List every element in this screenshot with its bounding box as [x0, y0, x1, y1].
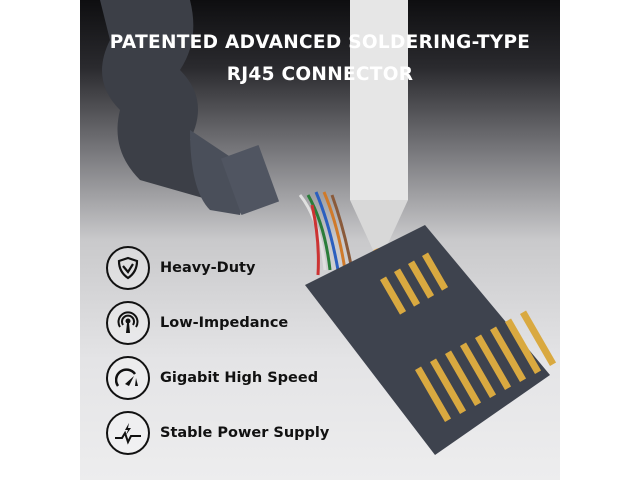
- headline-line-1: PATENTED ADVANCED SOLDERING-TYPE: [109, 32, 531, 53]
- feature-label: Gigabit High Speed: [160, 370, 319, 386]
- gold-contacts: [380, 252, 557, 422]
- feature-low-impedance: Low-Impedance: [106, 301, 288, 345]
- feature-label: Stable Power Supply: [160, 425, 330, 441]
- shield-check-icon: [106, 246, 150, 290]
- rj45-connector: [305, 225, 550, 455]
- wires: [298, 191, 354, 276]
- feature-label: Heavy-Duty: [160, 260, 256, 276]
- soldering-iron: [350, 0, 408, 200]
- headline-line-2: RJ45 CONNECTOR: [226, 64, 414, 85]
- connector-illustration: [100, 0, 557, 455]
- feature-gigabit-high-speed: Gigabit High Speed: [106, 356, 318, 400]
- antenna-signal-icon: [106, 301, 150, 345]
- feature-stable-power-supply: Stable Power Supply: [106, 411, 329, 455]
- feature-heavy-duty: Heavy-Duty: [106, 246, 255, 290]
- product-image: PATENTED ADVANCED SOLDERING-TYPE RJ45 CO…: [80, 0, 560, 480]
- power-pulse-icon: [106, 411, 150, 455]
- speedometer-icon: [106, 356, 150, 400]
- feature-label: Low-Impedance: [160, 315, 289, 331]
